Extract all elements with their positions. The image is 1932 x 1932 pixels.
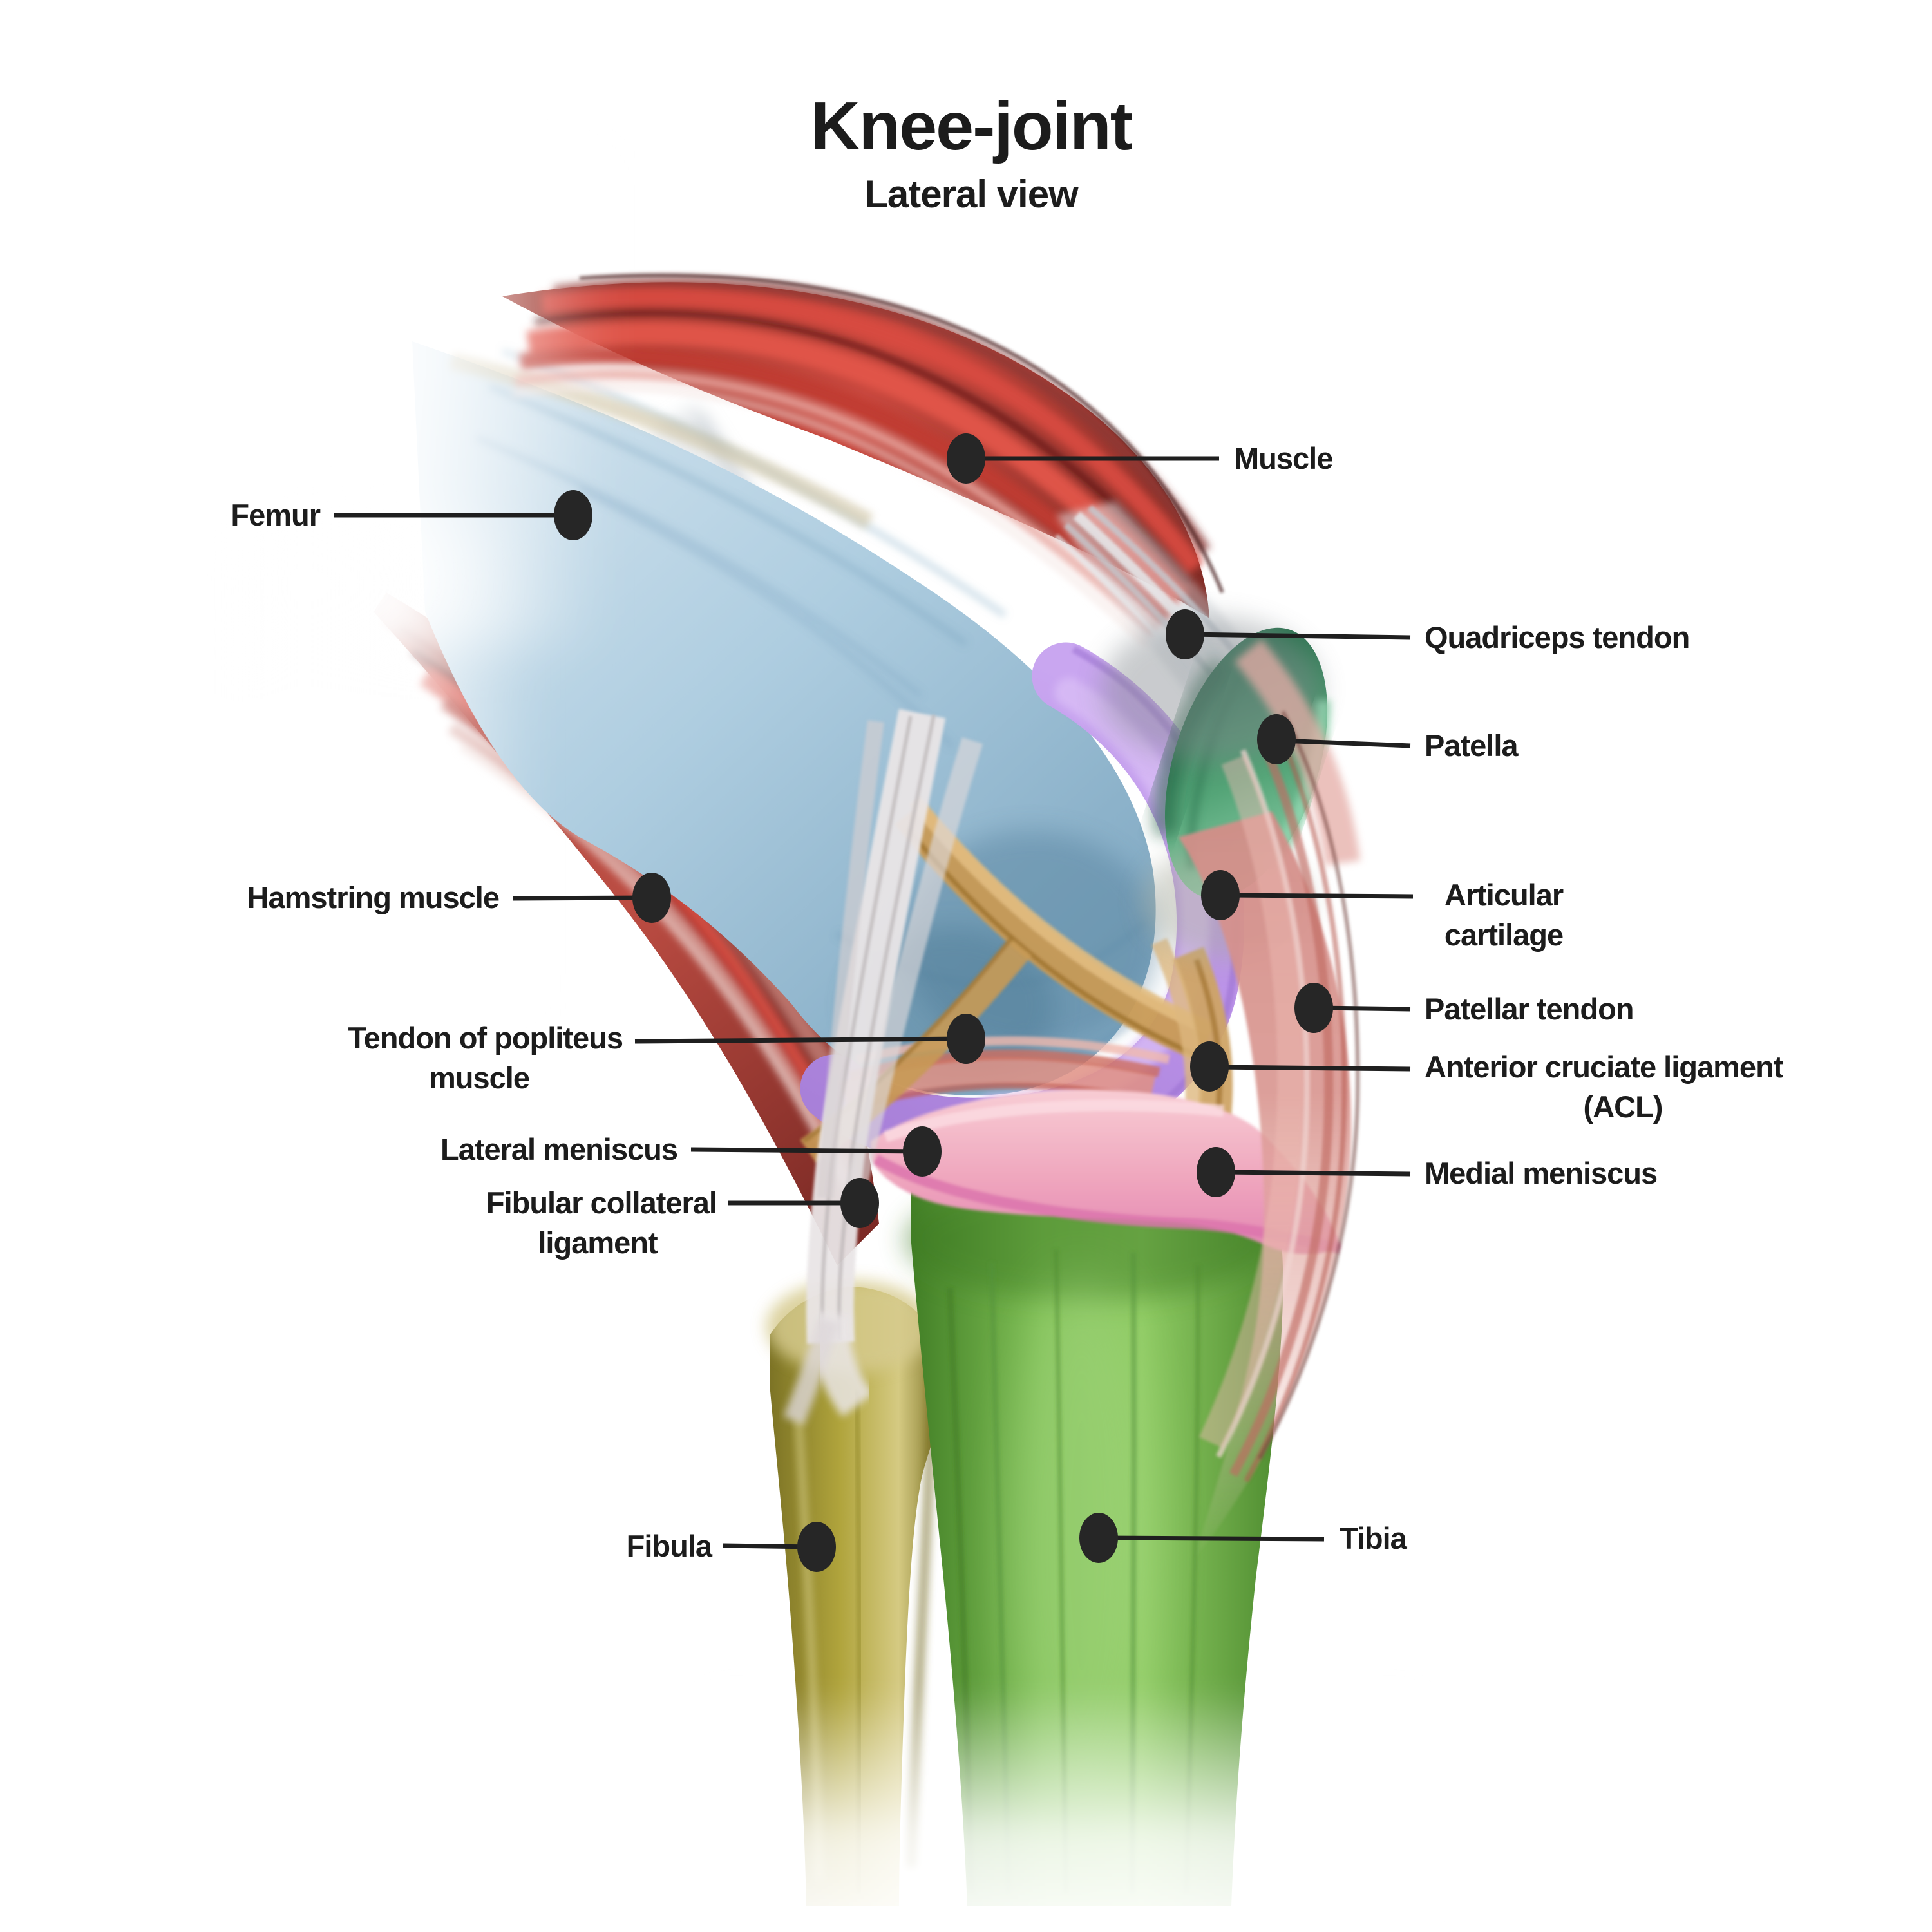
dot-hamstring [632,873,671,923]
callout-popliteus-tendon: Tendon of popliteus muscle [348,1014,985,1095]
callout-muscle: Muscle [947,433,1333,484]
label-muscle: Muscle [1234,441,1332,475]
dot-femur [554,490,592,540]
dot-tibia [1079,1513,1118,1563]
label-patellar-tendon: Patellar tendon [1425,992,1634,1026]
label-quadriceps-tendon: Quadriceps tendon [1425,620,1689,654]
label-femur: Femur [231,498,320,532]
leader-line-lateral-meniscus [690,1147,920,1154]
leader-line-patella [1280,738,1411,748]
callout-acl: Anterior cruciate ligament (ACL) [1190,1041,1785,1124]
fade-bottom [708,1687,1417,1932]
callout-articular-cartilage: Articular cartilage [1201,870,1564,952]
label-tibia: Tibia [1340,1521,1408,1555]
page-subtitle: Lateral view [864,173,1079,216]
patellar-tendon-strands [1198,733,1347,1482]
label-fibular-collateral-line2: ligament [538,1226,658,1260]
dot-acl [1190,1041,1229,1092]
label-popliteus-line1: Tendon of popliteus [348,1021,623,1055]
label-fibula: Fibula [627,1529,713,1563]
dot-medial-meniscus [1197,1147,1235,1197]
leader-line-medial-meniscus [1219,1170,1411,1177]
dot-fibular-collateral [840,1178,879,1228]
leader-line-articular-cartilage [1224,893,1414,899]
label-hamstring-muscle: Hamstring muscle [247,880,499,914]
fade-hamstring-left [245,528,535,992]
label-articular-cartilage-line1: Articular [1444,878,1564,912]
callout-patella: Patella [1257,714,1519,764]
label-lateral-meniscus: Lateral meniscus [440,1132,677,1166]
label-popliteus-line2: muscle [429,1061,529,1095]
dot-articular-cartilage [1201,870,1240,920]
dot-quadriceps [1166,609,1204,659]
callout-patellar-tendon: Patellar tendon [1294,983,1634,1033]
page-title: Knee-joint [811,88,1132,164]
dot-fibula [797,1522,836,1572]
leader-line-quadriceps [1188,632,1411,640]
label-acl-line2: (ACL) [1584,1090,1663,1124]
callout-quadriceps-tendon: Quadriceps tendon [1166,609,1690,659]
dot-muscle [947,433,985,484]
dot-popliteus [947,1014,985,1064]
dot-lateral-meniscus [903,1126,942,1177]
label-acl-line1: Anterior cruciate ligament [1425,1050,1784,1084]
leader-line-popliteus [634,1036,964,1044]
fibular-collateral-strands [817,714,983,1344]
callout-lateral-meniscus: Lateral meniscus [440,1126,942,1177]
fibular-collateral-ligament-shape [783,708,983,1425]
dot-patellar-tendon [1294,983,1333,1033]
callout-hamstring-muscle: Hamstring muscle [247,873,671,923]
leader-line-patellar-tendon [1317,1005,1411,1012]
callout-tibia: Tibia [1079,1513,1408,1563]
leader-line-acl [1213,1065,1411,1072]
label-patella: Patella [1425,728,1519,762]
label-medial-meniscus: Medial meniscus [1425,1156,1657,1190]
leader-line-tibia [1102,1535,1325,1542]
callouts: Femur Muscle Hamstring muscle Quadriceps… [231,433,1785,1572]
callout-medial-meniscus: Medial meniscus [1197,1147,1658,1197]
callout-fibula: Fibula [627,1522,836,1572]
label-fibular-collateral-line1: Fibular collateral [486,1186,717,1220]
label-articular-cartilage-line2: cartilage [1444,918,1563,952]
callout-femur: Femur [231,490,592,540]
dot-patella [1257,714,1296,764]
callout-fibular-collateral: Fibular collateral ligament [486,1178,879,1260]
